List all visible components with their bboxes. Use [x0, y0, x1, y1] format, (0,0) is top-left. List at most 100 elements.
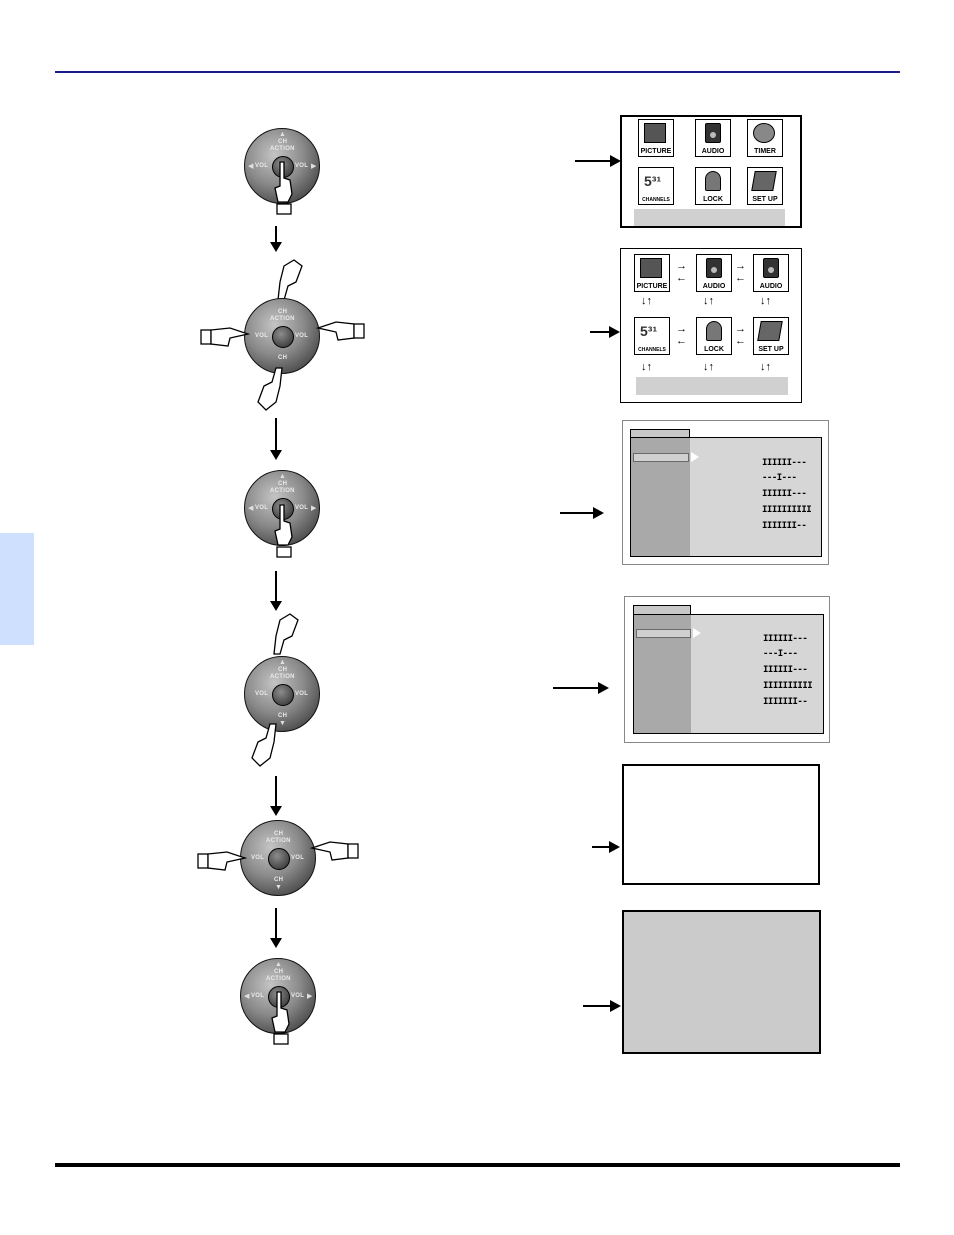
left-arrow-icon: ◀ — [248, 163, 254, 170]
right-arrow-icon: → — [735, 260, 746, 272]
flow-arrow — [270, 908, 282, 948]
menu-hint-bar — [636, 377, 788, 395]
menu-selected-item[interactable] — [636, 629, 691, 638]
pointing-hand-up-icon — [268, 610, 299, 655]
pointer-arrow — [590, 326, 620, 338]
down-up-arrows-icon: ↓↑ — [760, 361, 771, 373]
dial-ch-label: CH — [274, 969, 284, 975]
level-scale: IIIIIIIIII — [762, 505, 812, 515]
level-scale: IIIIII--- — [763, 634, 808, 644]
up-arrow-icon: ▲ — [279, 473, 286, 480]
pointer-arrow — [553, 682, 609, 694]
remote-dial: ▲ CH ACTION VOL VOL CH ▼ — [244, 656, 320, 732]
remote-dial: CH ACTION VOL VOL CH — [244, 298, 320, 374]
pointing-hand-down-icon — [254, 366, 283, 411]
dial-ch-label: CH — [274, 831, 284, 837]
pointing-hand-left-icon — [197, 848, 247, 882]
action-button[interactable] — [268, 848, 290, 870]
dial-action-label: ACTION — [270, 316, 295, 322]
right-arrow-icon: ▶ — [311, 505, 317, 512]
dial-vol-right-label: VOL — [295, 333, 309, 339]
dial-ch-label: CH — [278, 481, 288, 487]
adjustment-menu-screen: IIIIII--- ---I--- IIIIII--- IIIIIIIIII I… — [624, 596, 830, 743]
pointing-hand-right-icon — [310, 838, 359, 872]
adjustment-menu-screen: IIIIII--- ---I--- IIIIII--- IIIIIIIIII I… — [622, 420, 829, 565]
setup-icon[interactable]: SET UP — [747, 167, 783, 205]
setup-icon[interactable]: SET UP — [753, 317, 789, 355]
right-arrow-icon: ▶ — [311, 163, 317, 170]
menu-tab — [630, 429, 690, 439]
pointer-arrow — [560, 507, 604, 519]
down-up-arrows-icon: ↓↑ — [641, 295, 652, 307]
up-arrow-icon: ▲ — [275, 961, 282, 968]
picture-icon[interactable]: PICTURE — [634, 254, 670, 292]
dial-vol-left-label: VOL — [255, 333, 269, 339]
pointing-hand-icon — [269, 990, 293, 1045]
dial-ch-label: CH — [278, 139, 288, 145]
audio-icon[interactable]: AUDIO — [696, 254, 732, 292]
pointing-hand-up-icon — [272, 256, 303, 301]
pointing-hand-down-icon — [248, 722, 277, 767]
right-arrow-icon: → — [676, 323, 687, 335]
dial-vol-left-label: VOL — [251, 855, 265, 861]
section-tab — [0, 533, 34, 645]
lock-icon[interactable]: LOCK — [695, 167, 731, 205]
dial-vol-left-label: VOL — [255, 691, 269, 697]
level-scale: IIIIIIIIII — [763, 681, 813, 691]
flow-arrow — [270, 571, 282, 611]
blank-screen — [622, 764, 820, 885]
dial-action-label: ACTION — [266, 838, 291, 844]
dial-ch-bottom-label: CH — [274, 877, 284, 883]
dial-vol-right-label: VOL — [291, 855, 305, 861]
flow-arrow — [270, 776, 282, 816]
normal-picture-screen — [622, 910, 821, 1054]
menu-selected-item[interactable] — [633, 453, 689, 462]
down-up-arrows-icon: ↓↑ — [703, 295, 714, 307]
dial-vol-right-label: VOL — [295, 505, 309, 511]
left-arrow-icon: ← — [676, 335, 687, 347]
pointer-arrow — [583, 1000, 621, 1012]
right-arrow-icon: ▶ — [307, 993, 313, 1000]
left-arrow-icon: ◀ — [248, 505, 254, 512]
menu-hint-bar — [634, 209, 785, 226]
dial-action-label: ACTION — [270, 488, 295, 494]
left-arrow-icon: ← — [735, 272, 746, 284]
dial-action-label: ACTION — [266, 976, 291, 982]
pointer-arrow — [575, 155, 621, 167]
level-scale: IIIIII--- — [762, 489, 807, 499]
header-rule — [55, 71, 900, 73]
timer-icon[interactable]: TIMER — [747, 119, 783, 157]
down-arrow-icon: ▼ — [275, 884, 282, 891]
flow-arrow — [270, 418, 282, 460]
picture-icon[interactable]: PICTURE — [638, 119, 674, 157]
pointing-hand-icon — [272, 503, 296, 558]
dial-vol-right-label: VOL — [295, 163, 309, 169]
flow-arrow — [270, 226, 282, 252]
dial-vol-left-label: VOL — [255, 163, 269, 169]
dial-ch-label: CH — [278, 309, 288, 315]
left-arrow-icon: ← — [735, 335, 746, 347]
pointing-hand-left-icon — [200, 324, 250, 358]
audio-icon[interactable]: AUDIO — [753, 254, 789, 292]
dial-ch-label: CH — [278, 667, 288, 673]
pointing-hand-right-icon — [316, 318, 365, 352]
selection-caret-icon — [693, 628, 701, 638]
lock-icon[interactable]: LOCK — [696, 317, 732, 355]
right-arrow-icon: → — [735, 323, 746, 335]
dial-vol-left-label: VOL — [255, 505, 269, 511]
down-up-arrows-icon: ↓↑ — [703, 361, 714, 373]
dial-vol-left-label: VOL — [251, 993, 265, 999]
action-button[interactable] — [272, 326, 294, 348]
audio-icon[interactable]: AUDIO — [695, 119, 731, 157]
selection-caret-icon — [691, 452, 699, 462]
dial-vol-right-label: VOL — [291, 993, 305, 999]
up-arrow-icon: ▲ — [279, 659, 286, 666]
dial-ch-bottom-label: CH — [278, 355, 288, 361]
level-scale: IIIIII--- — [762, 458, 807, 468]
dial-vol-right-label: VOL — [295, 691, 309, 697]
pointing-hand-icon — [272, 160, 296, 215]
action-button[interactable] — [272, 684, 294, 706]
